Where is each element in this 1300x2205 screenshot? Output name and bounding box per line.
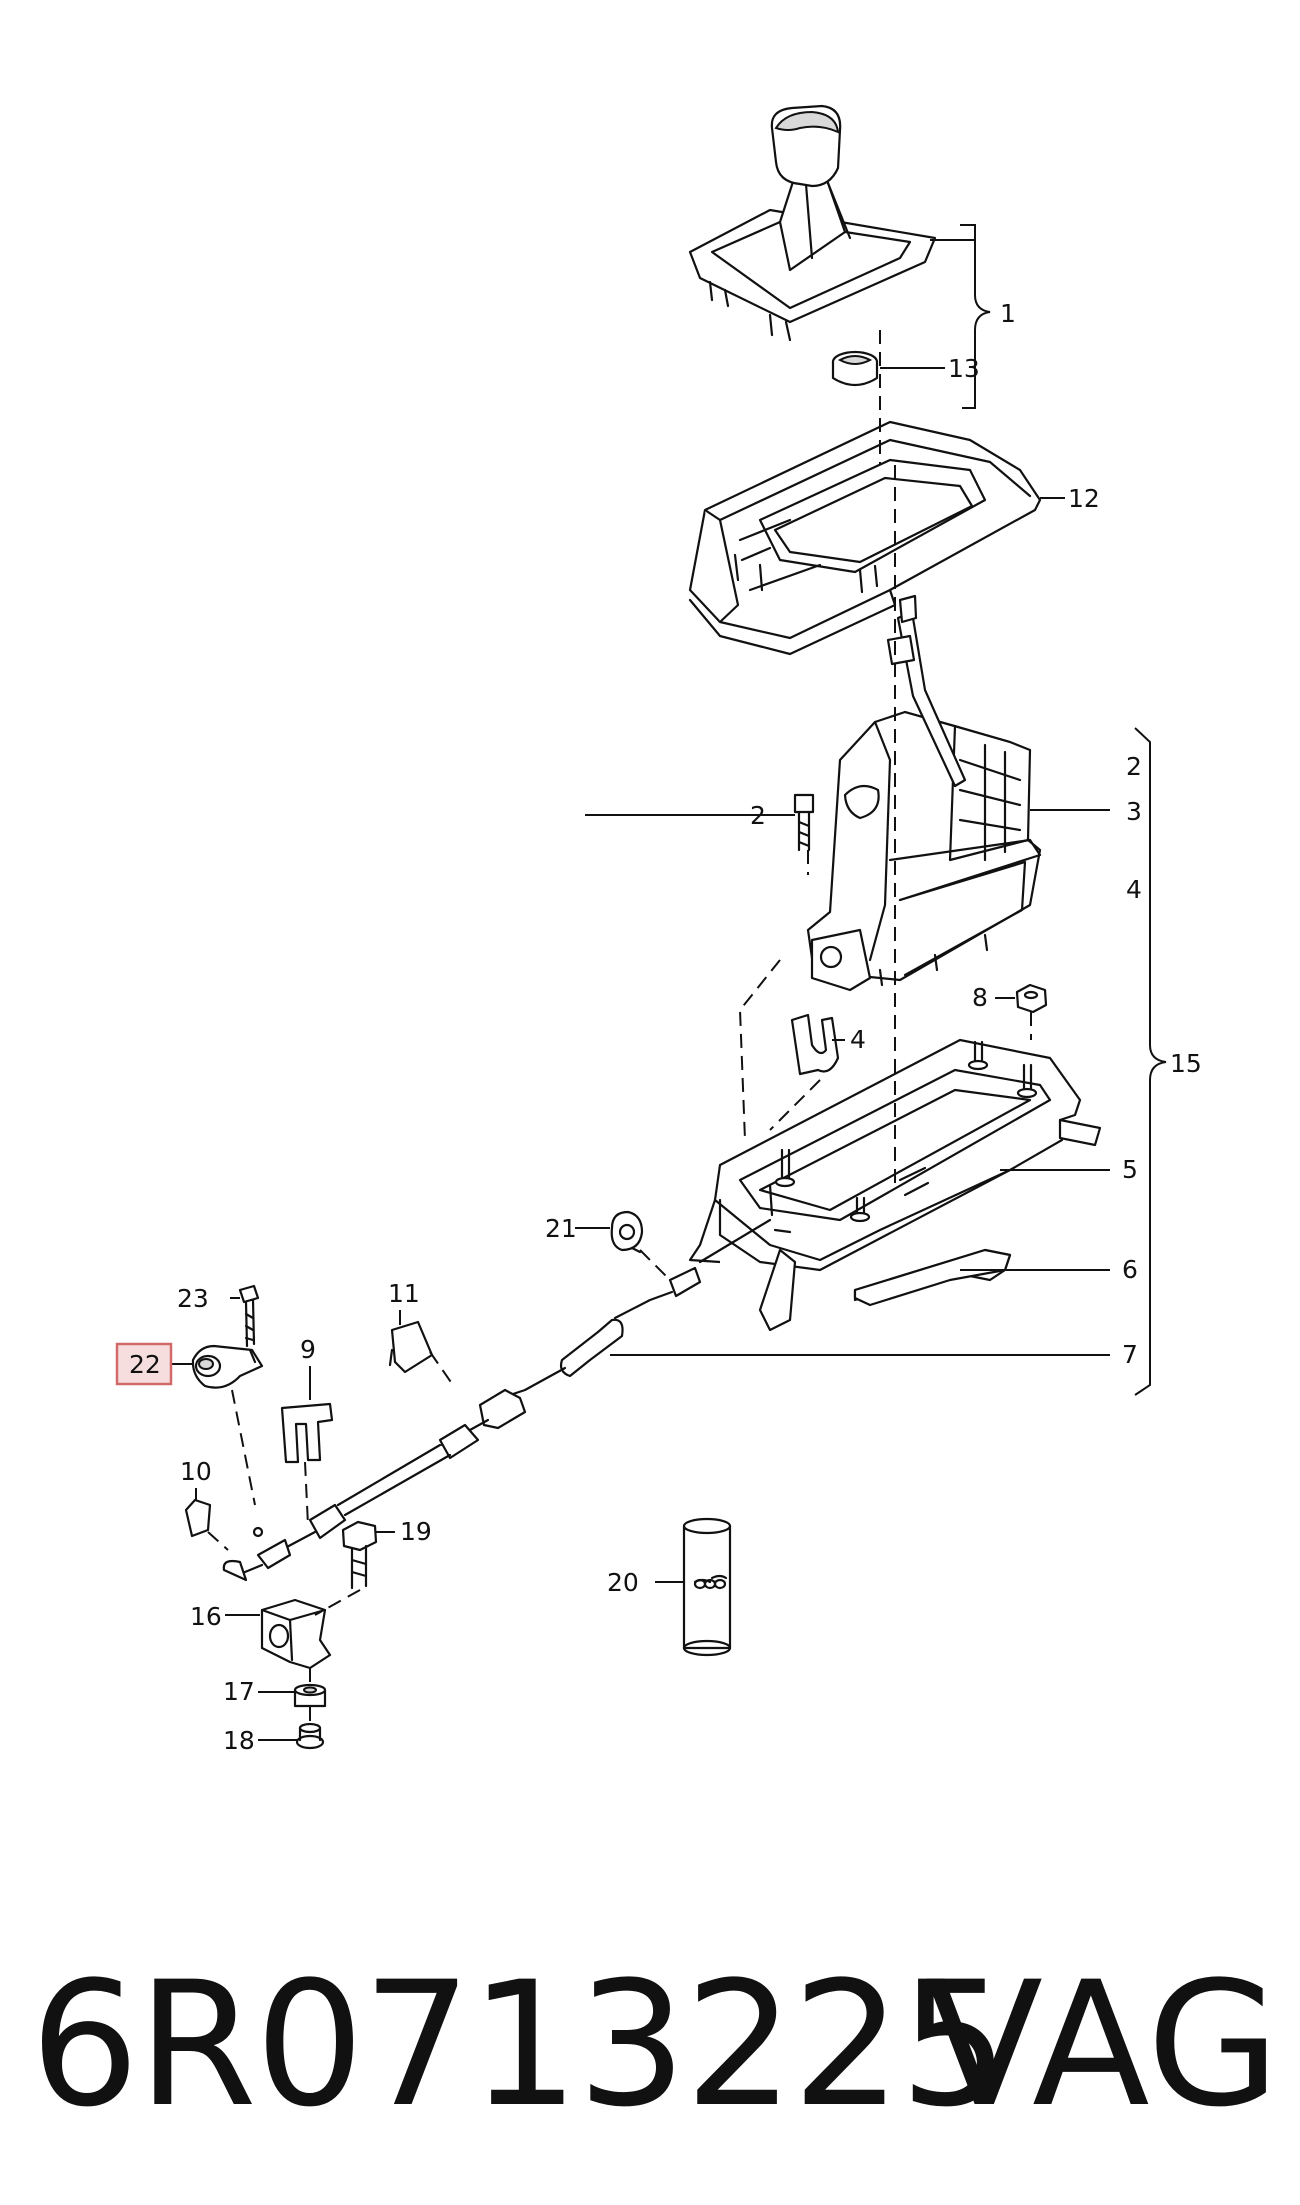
- callout-16: 16: [190, 1602, 222, 1631]
- cable-retainer-clip: [610, 1210, 644, 1254]
- callout-18: 18: [223, 1726, 255, 1755]
- rubber-bush: [293, 1683, 327, 1708]
- callout-2-screw: 2: [750, 801, 766, 830]
- brand-label: VAG: [925, 1944, 1280, 2145]
- bushing-washer: [295, 1722, 325, 1750]
- selector-base-housing: [688, 1038, 1102, 1332]
- callout-3: 3: [1126, 797, 1142, 826]
- callout-4-clip: 4: [850, 1025, 866, 1054]
- cable-support-bracket: [260, 1598, 332, 1670]
- assembly-dashed-lines: [207, 330, 1032, 1725]
- callout-22-highlight: [115, 1342, 173, 1386]
- retaining-clip: [184, 1498, 212, 1538]
- callout-17: 17: [223, 1677, 255, 1706]
- exploded-parts-diagram: 1 13 12 2 3 4 15 5 6 7 2 4 8 21 11 9 23 …: [115, 104, 1202, 1755]
- leader-lines: [172, 239, 1110, 1741]
- callout-15: 15: [1170, 1049, 1202, 1078]
- callout-21: 21: [545, 1214, 577, 1243]
- grease-tube: [682, 1517, 732, 1657]
- spring-clip: [790, 1013, 840, 1076]
- callout-6: 6: [1122, 1255, 1138, 1284]
- selector-lever: [191, 1344, 264, 1389]
- callout-22: 22: [129, 1350, 161, 1379]
- callout-9: 9: [300, 1335, 316, 1364]
- locking-clip: [280, 1402, 334, 1464]
- callout-5: 5: [1122, 1155, 1138, 1184]
- callout-10: 10: [180, 1457, 212, 1486]
- gear-knob-with-boot: [688, 104, 937, 342]
- flange-bolt: [341, 1520, 378, 1590]
- callout-13: 13: [948, 354, 980, 383]
- callout-8: 8: [972, 983, 988, 1012]
- callout-19: 19: [400, 1517, 432, 1546]
- callout-labels: 1 13 12 2 3 4 15 5 6 7 2 4 8 21 11 9 23 …: [115, 299, 1202, 1755]
- part-number-footer: 6R0713225 VAG: [30, 1945, 1280, 2145]
- gear-selector-mechanism: [806, 594, 1042, 992]
- sealing-gasket: [853, 1248, 1012, 1307]
- callout-12: 12: [1068, 484, 1100, 513]
- selector-cable: [222, 1218, 772, 1582]
- callout-brackets: [960, 224, 1167, 1396]
- center-console-frame: [688, 420, 1042, 656]
- retaining-ring: [831, 350, 879, 387]
- hex-nut: [1015, 983, 1048, 1014]
- callout-20: 20: [607, 1568, 639, 1597]
- callout-11: 11: [388, 1279, 420, 1308]
- callout-4: 4: [1126, 875, 1142, 904]
- cable-bracket: [388, 1320, 434, 1374]
- callout-1: 1: [1000, 299, 1016, 328]
- callout-7: 7: [1122, 1340, 1138, 1369]
- callout-2: 2: [1126, 752, 1142, 781]
- part-number: 6R0713225: [30, 1944, 1009, 2145]
- bolt: [238, 1284, 260, 1348]
- callout-23: 23: [177, 1284, 209, 1313]
- screw: [793, 793, 815, 852]
